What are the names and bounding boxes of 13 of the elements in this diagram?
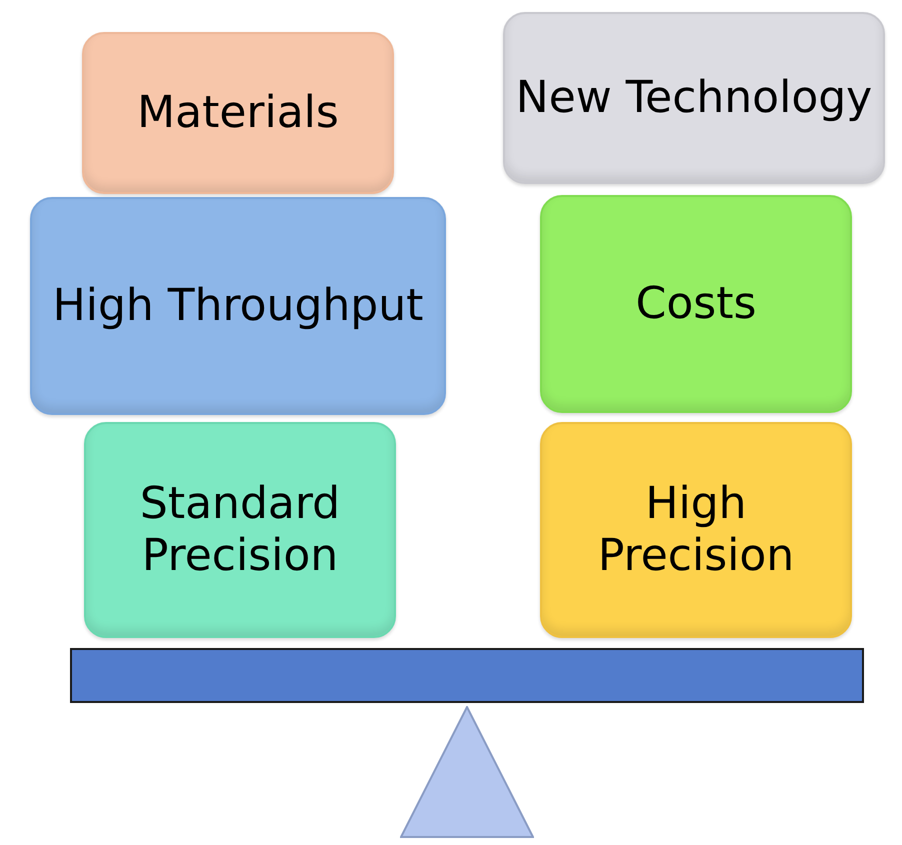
box-label: Materials: [137, 87, 339, 139]
box-label: High Throughput: [52, 280, 424, 332]
rounded-box: [540, 195, 852, 413]
balance-beam: [70, 648, 864, 703]
rounded-box: [30, 197, 446, 415]
box-label: High Precision: [596, 478, 796, 582]
rounded-box: [84, 422, 396, 638]
rounded-box: [503, 12, 885, 184]
rounded-box: [82, 32, 394, 194]
box-label: Standard Precision: [138, 478, 342, 582]
rounded-box: [540, 422, 852, 638]
box-label: Costs: [636, 278, 756, 330]
box-label: New Technology: [516, 72, 872, 124]
